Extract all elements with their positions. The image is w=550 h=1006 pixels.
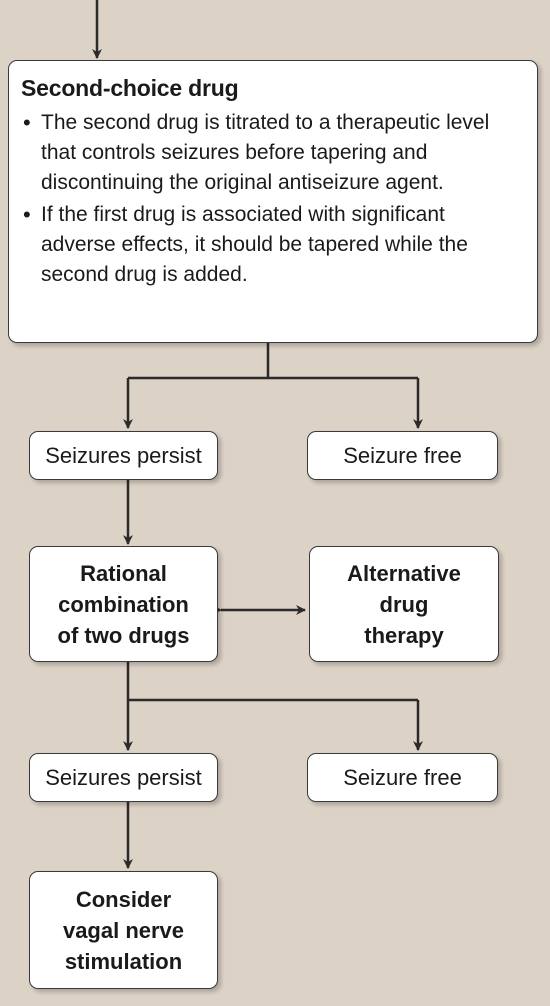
seizures-persist-box-1: Seizures persist xyxy=(29,431,218,480)
combination-line-3: of two drugs xyxy=(57,622,190,648)
seizures-persist-label-2: Seizures persist xyxy=(45,764,202,790)
vagal-line-3: stimulation xyxy=(64,948,183,974)
vagal-box: Consider vagal nerve stimulation xyxy=(29,871,218,989)
alternative-box: Alternative drug therapy xyxy=(309,546,499,662)
seizures-persist-label-1: Seizures persist xyxy=(45,442,202,468)
second-choice-bullet-2: If the first drug is associated with sig… xyxy=(21,200,525,290)
combination-line-1: Rational xyxy=(80,560,167,586)
alternative-line-1: Alternative xyxy=(347,560,461,586)
seizure-free-box-2: Seizure free xyxy=(307,753,498,802)
second-choice-bullet-1: The second drug is titrated to a therape… xyxy=(21,108,525,198)
seizure-free-label-2: Seizure free xyxy=(343,764,462,790)
combination-box: Rational combination of two drugs xyxy=(29,546,218,662)
alternative-line-3: therapy xyxy=(364,622,444,648)
second-choice-box: Second-choice drug The second drug is ti… xyxy=(8,60,538,343)
vagal-line-2: vagal nerve xyxy=(62,917,185,943)
second-choice-title: Second-choice drug xyxy=(21,75,239,101)
seizure-free-box-1: Seizure free xyxy=(307,431,498,480)
combination-line-2: combination xyxy=(58,591,189,617)
vagal-line-1: Consider xyxy=(75,886,172,912)
seizure-free-label-1: Seizure free xyxy=(343,442,462,468)
alternative-line-2: drug xyxy=(379,591,429,617)
second-choice-bullets: The second drug is titrated to a therape… xyxy=(21,108,525,290)
seizures-persist-box-2: Seizures persist xyxy=(29,753,218,802)
